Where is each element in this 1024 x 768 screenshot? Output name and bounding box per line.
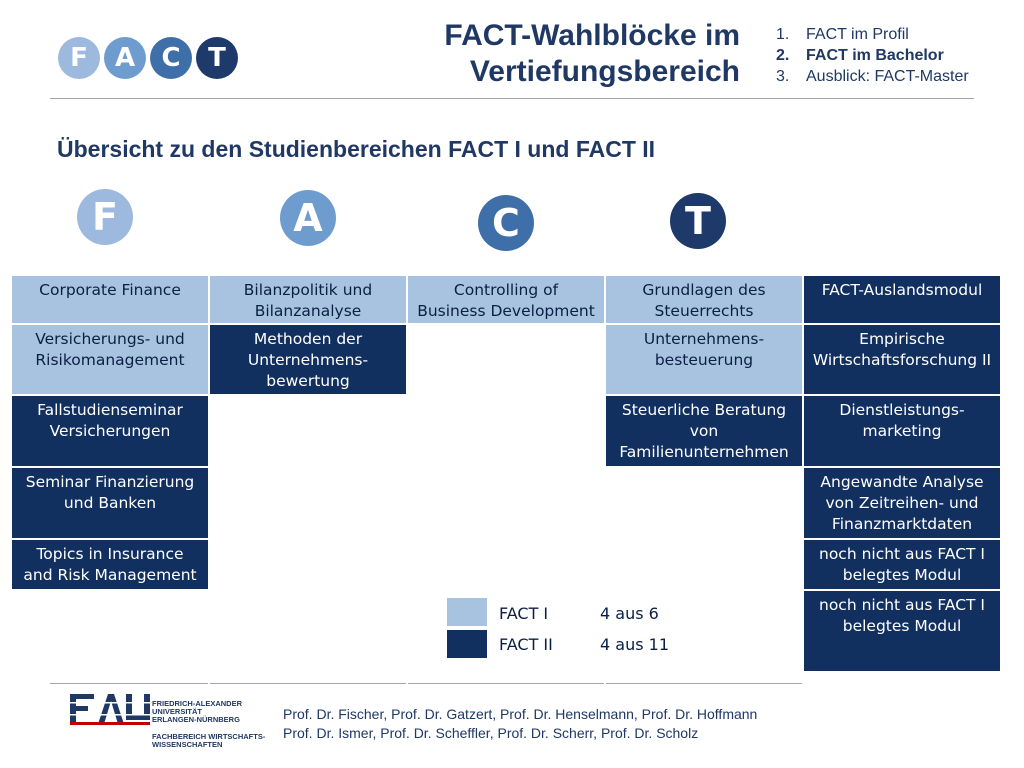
module-cell-fact: noch nicht aus FACT I belegtes Modul: [803, 539, 1001, 590]
fau-department-name: FACHBEREICH WIRTSCHAFTS- WISSENSCHAFTEN: [152, 733, 265, 749]
section-subtitle: Übersicht zu den Studienbereichen FACT I…: [57, 136, 656, 162]
module-cell-f: Versicherungs- und Risikomanagement: [11, 324, 209, 395]
page-title-line2: Vertiefungsbereich: [469, 55, 740, 88]
module-cell-t: Steuerliche Beratung von Familienunterne…: [605, 395, 803, 467]
section-nav: 1. FACT im Profil 2. FACT im Bachelor 3. Au…: [776, 24, 969, 87]
professors-line-2: Prof. Dr. Ismer, Prof. Dr. Scheffler, Pr…: [283, 725, 699, 741]
fau-line: UNIVERSITÄT: [152, 707, 203, 716]
legend-value-fact1: 4 aus 6: [600, 604, 659, 623]
logo-letter-f: F: [58, 37, 100, 79]
module-cell-c: Controlling of Business Development: [407, 275, 605, 324]
nav-item-number: 2.: [776, 47, 790, 64]
module-cell-fact: Dienstleistungs- marketing: [803, 395, 1001, 467]
legend-swatch-fact1: [447, 598, 487, 626]
logo-letter-t: T: [196, 37, 238, 79]
column-baseline: [210, 683, 406, 684]
column-letter-t: T: [670, 193, 726, 249]
fau-logo-mark: [70, 694, 150, 725]
page-title: FACT-Wahlblöcke im Vertiefungsbereich: [380, 18, 740, 90]
professors-line-1: Prof. Dr. Fischer, Prof. Dr. Gatzert, Pr…: [283, 706, 758, 722]
module-cell-fact: noch nicht aus FACT I belegtes Modul: [803, 590, 1001, 672]
module-cell-f: Seminar Finanzierung und Banken: [11, 467, 209, 539]
column-baseline: [606, 683, 802, 684]
fau-line: ERLANGEN-NÜRNBERG: [152, 715, 240, 724]
nav-item-profil[interactable]: 1. FACT im Profil: [776, 24, 969, 45]
fau-line: FACHBEREICH WIRTSCHAFTS-: [152, 732, 266, 741]
nav-item-bachelor[interactable]: 2. FACT im Bachelor: [776, 45, 969, 66]
module-cell-fact: Empirische Wirtschaftsforschung II: [803, 324, 1001, 395]
legend-label-fact1: FACT I: [499, 604, 549, 623]
fau-line: WISSENSCHAFTEN: [152, 740, 223, 749]
column-baseline: [408, 683, 604, 684]
column-letter-c: C: [478, 195, 534, 251]
nav-item-number: 1.: [776, 26, 790, 43]
nav-item-number: 3.: [776, 68, 790, 85]
legend-swatch-fact2: [447, 630, 487, 658]
legend-value-fact2: 4 aus 11: [600, 635, 669, 654]
nav-item-master[interactable]: 3. Ausblick: FACT-Master: [776, 66, 969, 87]
logo-letter-a: A: [104, 37, 146, 79]
module-cell-t: Unternehmens- besteuerung: [605, 324, 803, 395]
module-cell-a: Bilanzpolitik und Bilanzanalyse: [209, 275, 407, 324]
module-cell-t: Grundlagen des Steuerrechts: [605, 275, 803, 324]
logo-letter-c: C: [150, 37, 192, 79]
module-cell-a: Methoden der Unternehmens- bewertung: [209, 324, 407, 395]
header-divider: [50, 98, 974, 99]
page-title-line1: FACT-Wahlblöcke im: [444, 19, 740, 52]
module-cell-f: Fallstudienseminar Versicherungen: [11, 395, 209, 467]
fau-university-name: FRIEDRICH-ALEXANDER UNIVERSITÄT ERLANGEN…: [152, 700, 242, 724]
fau-line: FRIEDRICH-ALEXANDER: [152, 699, 242, 708]
legend-label-fact2: FACT II: [499, 635, 553, 654]
column-baseline: [50, 683, 208, 684]
nav-item-label: Ausblick: FACT-Master: [806, 68, 969, 85]
module-cell-f: Corporate Finance: [11, 275, 209, 324]
module-cell-f: Topics in Insurance and Risk Management: [11, 539, 209, 590]
nav-item-label: FACT im Profil: [806, 26, 909, 43]
column-letter-f: F: [77, 189, 133, 245]
nav-item-label: FACT im Bachelor: [806, 47, 944, 64]
module-cell-fact: Angewandte Analyse von Zeitreihen- und F…: [803, 467, 1001, 539]
column-letter-a: A: [280, 190, 336, 246]
module-cell-fact: FACT-Auslandsmodul: [803, 275, 1001, 324]
